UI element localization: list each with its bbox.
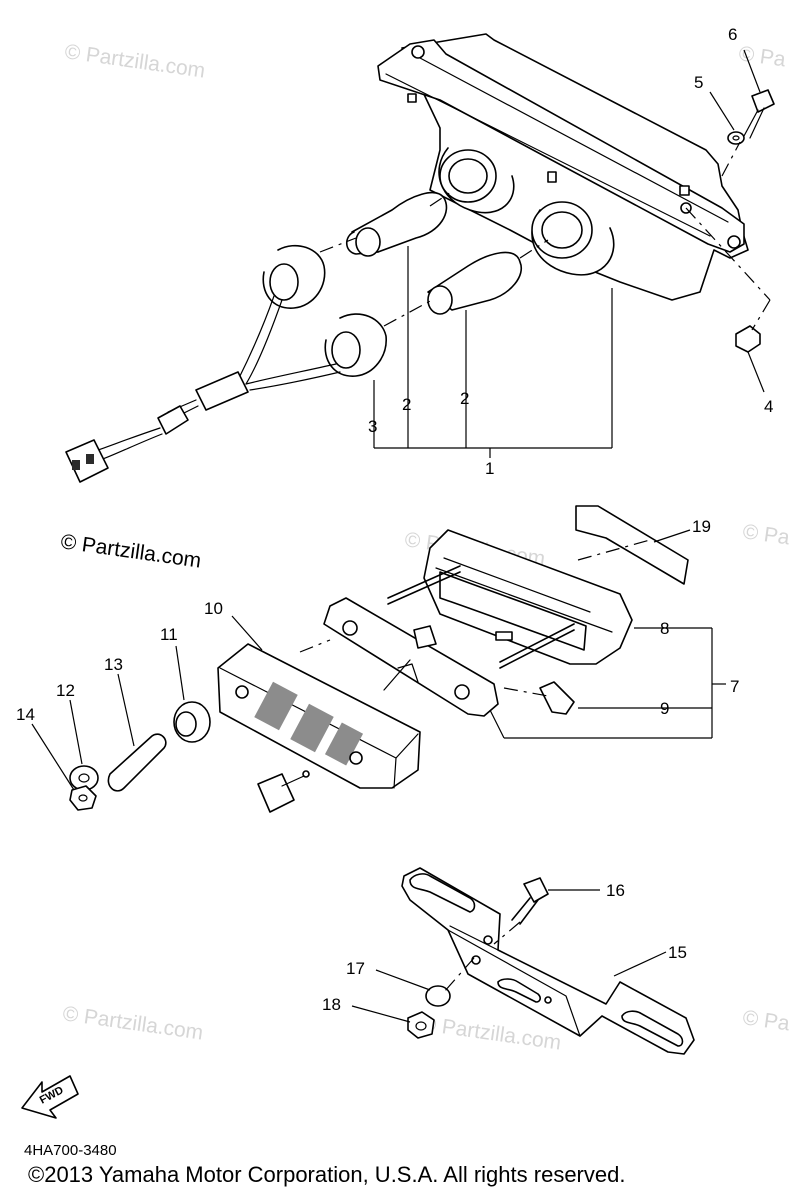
connector [257, 770, 310, 813]
callout-7: 7 [730, 677, 739, 696]
callout-9: 9 [660, 699, 669, 718]
watermark: © Partzilla.com [419, 1012, 562, 1054]
nut [735, 325, 761, 353]
callout-14: 14 [16, 705, 35, 724]
watermark: © Partzilla.com [61, 1002, 204, 1044]
watermark-partial: © Pa [741, 520, 791, 549]
callouts: 1 2 2 3 4 5 6 7 8 9 10 11 12 13 14 15 16… [16, 25, 773, 1014]
watermark: © Partzilla.com [63, 40, 206, 82]
callout-12: 12 [56, 681, 75, 700]
copyright-notice: ©2013 Yamaha Motor Corporation, U.S.A. A… [28, 1162, 626, 1187]
callout-17: 17 [346, 959, 365, 978]
callout-5: 5 [694, 73, 703, 92]
callout-3: 3 [368, 417, 377, 436]
assembly-lines [443, 921, 521, 993]
callout-6: 6 [728, 25, 737, 44]
assembly-lines [299, 539, 651, 697]
callout-19: 19 [692, 517, 711, 536]
callout-16: 16 [606, 881, 625, 900]
watermark-partial: © Pa [737, 42, 787, 71]
callout-11: 11 [160, 625, 178, 644]
license-bracket [401, 867, 695, 1055]
fwd-arrow-icon: FWD [21, 1075, 79, 1119]
watermark-partial: © Pa [741, 1006, 791, 1035]
license-lamp-housing [423, 529, 633, 665]
leader-lines [31, 529, 726, 791]
callout-10: 10 [204, 599, 223, 618]
callout-8: 8 [660, 619, 669, 638]
long-screw [387, 565, 575, 669]
lamp-base [323, 597, 499, 717]
callout-4: 4 [764, 397, 773, 416]
callout-1: 1 [485, 459, 494, 478]
rear-cover [217, 643, 421, 789]
leader-lines [351, 889, 667, 1023]
washer [727, 131, 745, 145]
assembly-lines [319, 141, 771, 331]
bolt [511, 877, 549, 925]
drawing-code: 4HA700-3480 [24, 1142, 117, 1159]
bulb [427, 251, 523, 315]
callout-13: 13 [104, 655, 123, 674]
socket-harness [65, 244, 387, 483]
nut [69, 785, 97, 811]
watermark: © Partzilla.com [59, 530, 202, 572]
grommet [173, 701, 211, 743]
reflector-strip [575, 505, 689, 585]
callout-2: 2 [402, 395, 411, 414]
collar [107, 733, 167, 792]
callout-18: 18 [322, 995, 341, 1014]
nut [407, 1011, 435, 1039]
washer [425, 985, 451, 1007]
screw [743, 89, 775, 139]
callout-2: 2 [460, 389, 469, 408]
leader-lines [373, 49, 765, 458]
wedge-bulb [539, 681, 575, 715]
callout-15: 15 [668, 943, 687, 962]
tail-light-housing [377, 33, 749, 301]
bulb [345, 191, 448, 257]
